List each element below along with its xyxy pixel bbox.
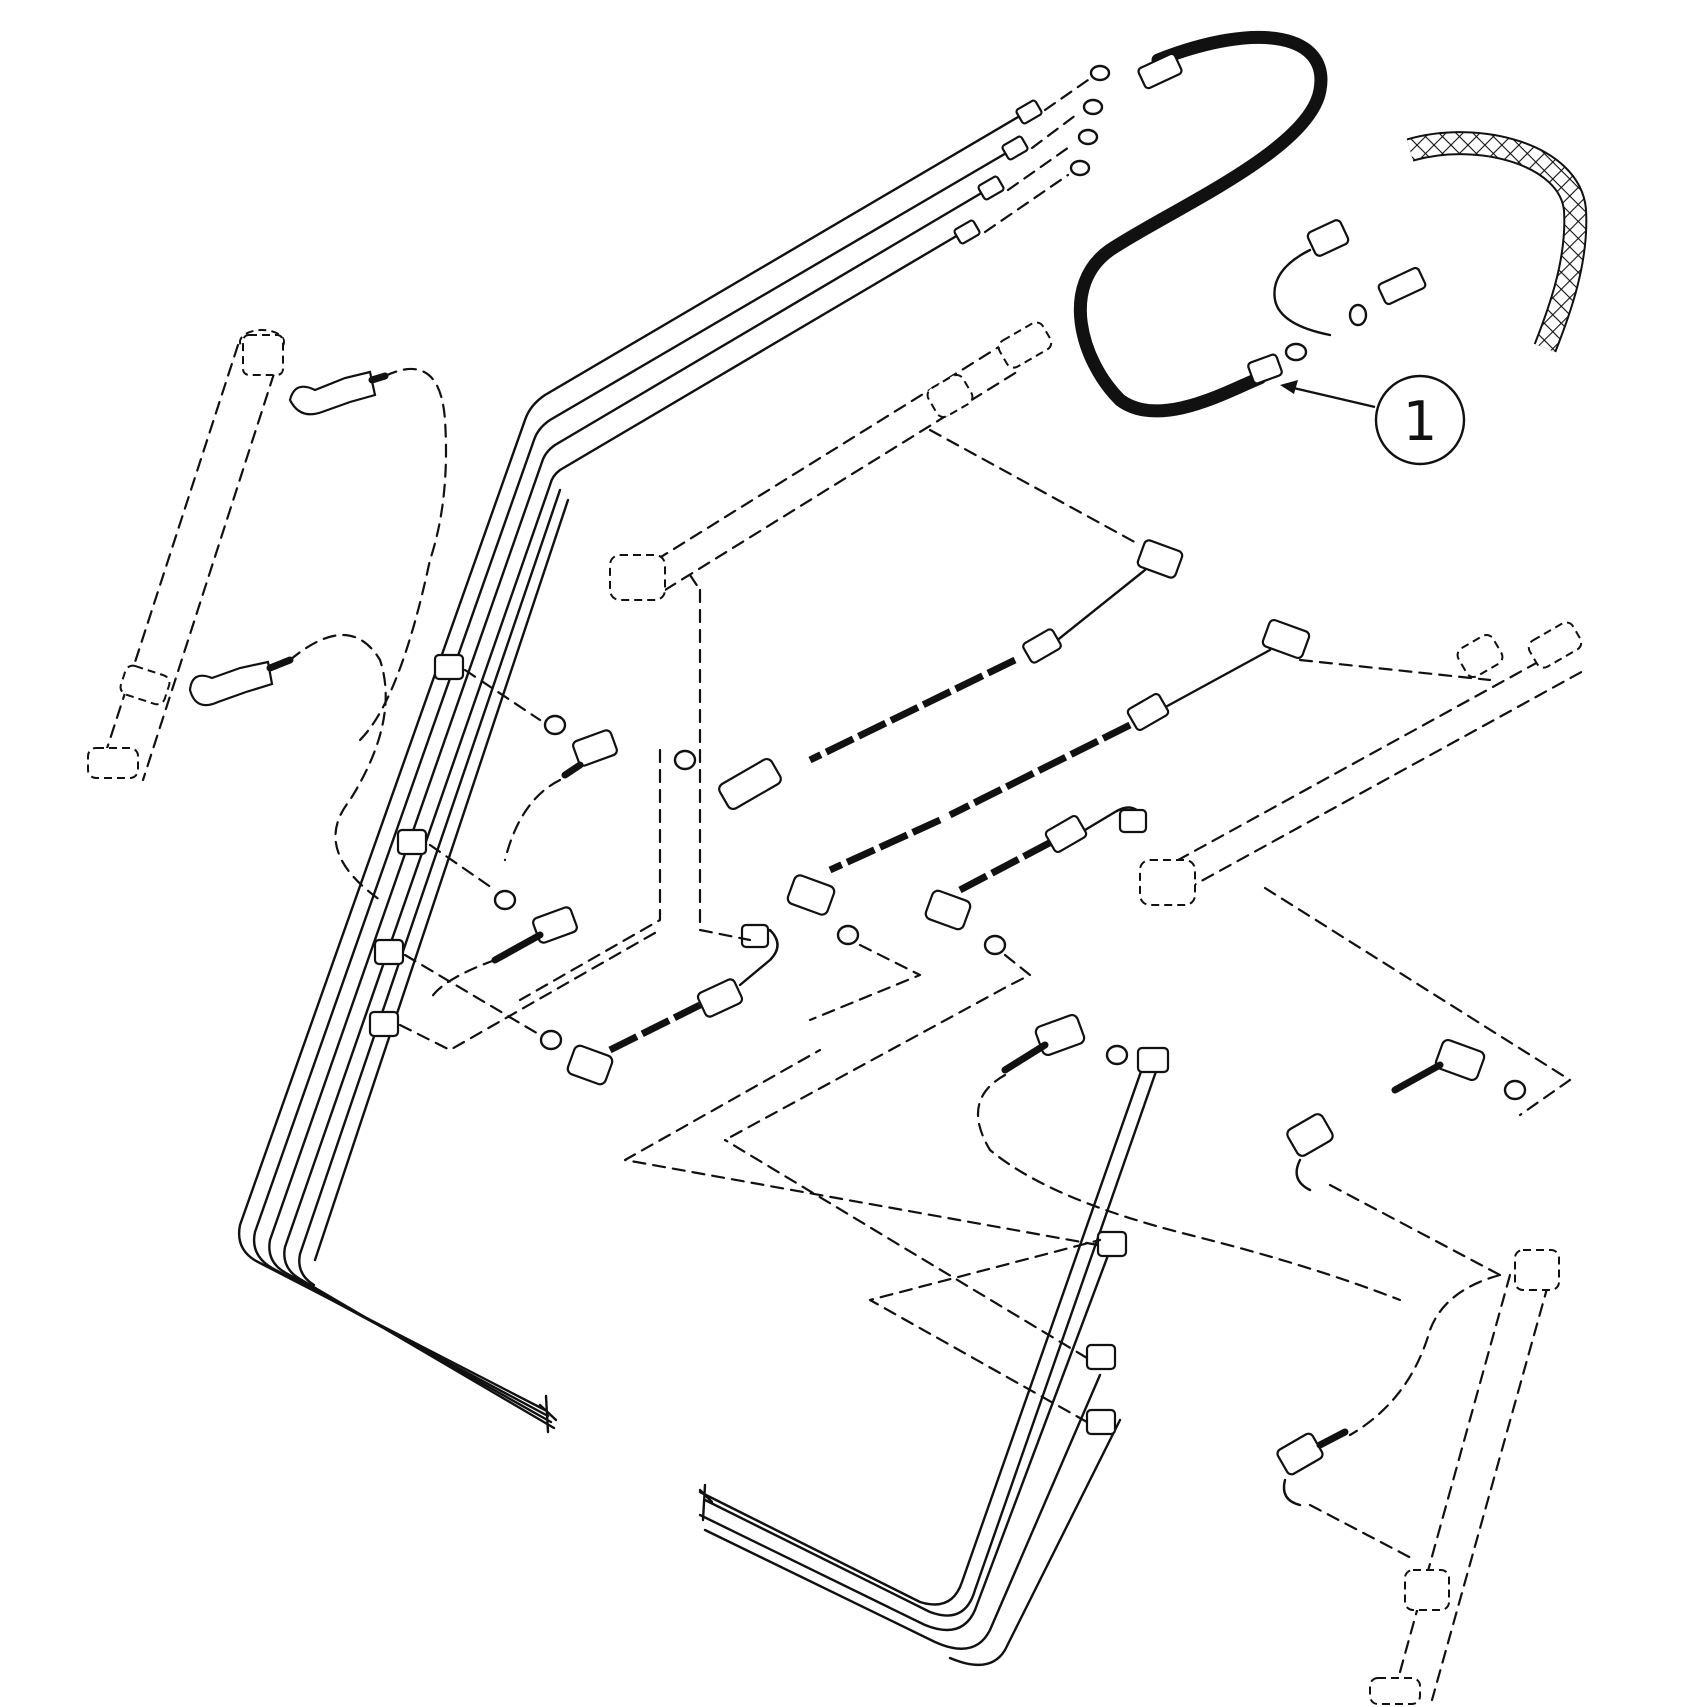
middle-hose-assembly (518, 539, 1184, 1002)
tube-end-fittings (953, 99, 1043, 245)
left-cylinder-hoses (188, 367, 448, 902)
middle-right-elbow (723, 806, 1572, 1142)
left-cylinder (87, 329, 285, 782)
middle-cylinder (609, 321, 1142, 942)
top-o-rings (983, 64, 1111, 234)
bundle-fittings-left (368, 653, 662, 1052)
callout-1: 1 (1280, 374, 1466, 466)
right-upper-hose (786, 618, 1311, 1022)
right-upper-cylinder (1139, 621, 1587, 906)
sensor-fittings (1273, 219, 1427, 337)
right-lower-fittings (1276, 1038, 1560, 1705)
left-tube-bundle (237, 108, 1032, 1434)
flexible-hose (1073, 30, 1368, 418)
right-tube-bundle (623, 1046, 1170, 1667)
middle-left-elbows (428, 714, 779, 1086)
braided-sleeve (1406, 131, 1588, 353)
callout-label: 1 (1403, 390, 1437, 453)
lower-middle-elbow (976, 1013, 1402, 1302)
